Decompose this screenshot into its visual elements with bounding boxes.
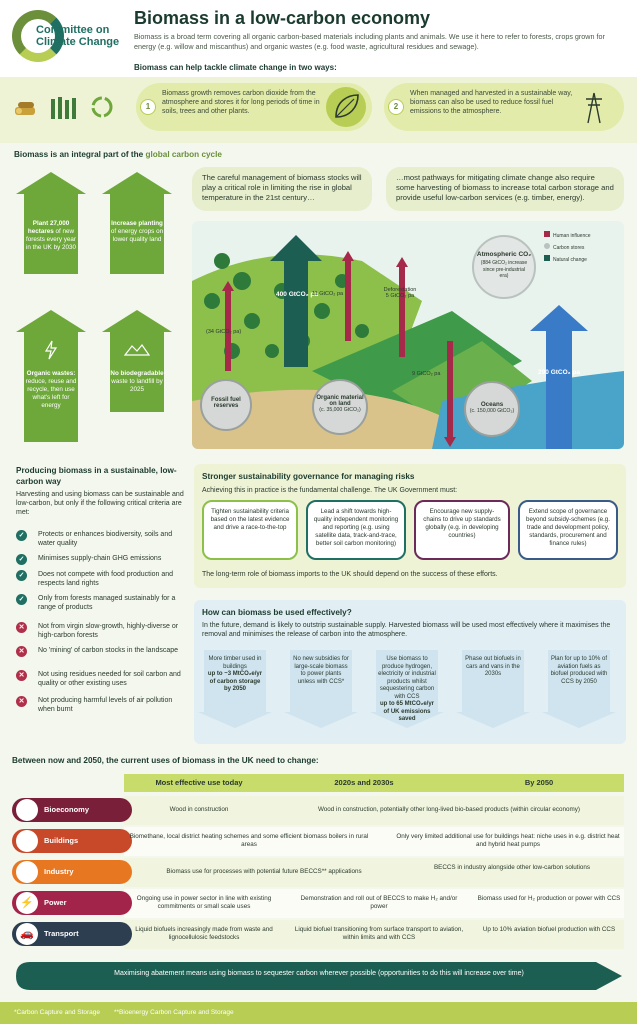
table-row: ⌂Buildings Biomethane, local district he… — [12, 827, 624, 858]
logo-text: Committee on Climate Change — [36, 24, 120, 48]
land-store: Organic material on land (c. 35,000 GtCO… — [312, 379, 368, 435]
way-1-text: Biomass growth removes carbon dioxide fr… — [162, 90, 320, 115]
flux-290-label: 290 GtCO₂ pa — [538, 369, 580, 376]
table-header: Most effective use today 2020s and 2030s… — [124, 774, 624, 792]
criterion-cross: ✕Not producing harmful levels of air pol… — [16, 696, 191, 720]
header-2020s: 2020s and 2030s — [334, 778, 394, 787]
table-row: 🚗Transport Liquid biofuels increasingly … — [12, 920, 624, 951]
sustain-intro: Harvesting and using biomass can be sust… — [16, 491, 184, 516]
quote-pathways: …most pathways for mitigating climate ch… — [386, 167, 624, 211]
row-label-bioeconomy: ♻Bioeconomy — [12, 798, 132, 822]
lightning-icon: ⚡ — [16, 892, 38, 914]
flux-9-label: 9 GtCO₂ pa — [412, 371, 441, 377]
governance-title: Stronger sustainability governance for m… — [202, 472, 415, 481]
use-arrow-biofuels: Phase out biofuels in cars and vans in t… — [456, 650, 530, 728]
abatement-banner-text: Maximising abatement means using biomass… — [114, 970, 524, 977]
factory-icon: ▥ — [16, 861, 38, 883]
way-2-text: When managed and harvested in a sustaina… — [410, 90, 573, 115]
fossil-fuel-store: Fossil fuel reserves — [200, 379, 252, 431]
power-pylon-icon — [584, 91, 604, 125]
header-today: Most effective use today — [155, 778, 243, 787]
flux-arrow-9 — [444, 341, 456, 447]
row-label-power: ⚡Power — [12, 891, 132, 915]
criterion-check: ✓Only from forests managed sustainably f… — [16, 594, 191, 622]
use-arrow-hydrogen: Use biomass to produce hydrogen, electri… — [370, 650, 444, 728]
two-ways-band: 1 Biomass growth removes carbon dioxide … — [0, 77, 637, 143]
governance-box-criteria: Tighten sustainability criteria based on… — [202, 500, 298, 560]
atmospheric-co2-store: Atmospheric CO₂ (884 GtCO₂ increase sinc… — [472, 235, 536, 299]
table-body: ♻Bioeconomy Wood in construction Wood in… — [12, 796, 624, 951]
criterion-check: ✓Does not compete with food production a… — [16, 570, 191, 594]
footer: *Carbon Capture and Storage **Bioenergy … — [0, 1002, 637, 1024]
flux-34-label: (34 GtCO₂ pa) — [206, 329, 242, 335]
criterion-check: ✓Protects or enhances biodiversity, soil… — [16, 530, 191, 554]
logs-icon — [14, 99, 36, 117]
way-2: 2 When managed and harvested in a sustai… — [384, 83, 624, 131]
criteria-list: ✓Protects or enhances biodiversity, soil… — [16, 530, 191, 720]
row-label-industry: ▥Industry — [12, 860, 132, 884]
lightning-icon — [43, 340, 59, 365]
row-label-transport: 🚗Transport — [12, 922, 132, 946]
table-row: ⚡Power Ongoing use in power sector in li… — [12, 889, 624, 920]
page-title: Biomass in a low-carbon economy — [134, 8, 431, 28]
use-arrow-no-subsidies: No new subsidies for large-scale biomass… — [284, 650, 358, 728]
landfill-icon — [123, 342, 151, 361]
table-row: ♻Bioeconomy Wood in construction Wood in… — [12, 796, 624, 827]
leaf-icon — [326, 87, 366, 127]
abatement-banner: Maximising abatement means using biomass… — [14, 960, 624, 992]
table-row: ▥Industry Biomass use for processes with… — [12, 858, 624, 889]
flux-arrow-290 — [530, 305, 588, 449]
way-1-number: 1 — [140, 99, 156, 115]
ccc-logo-icon — [12, 10, 64, 62]
ocean-store: Oceans (c. 150,000 GtCO₂) — [464, 381, 520, 437]
effective-use-panel: How can biomass be used effectively? In … — [194, 600, 626, 744]
criterion-cross: ✕No 'mining' of carbon stocks in the lan… — [16, 646, 191, 670]
crops-icon — [48, 95, 78, 119]
row-label-buildings: ⌂Buildings — [12, 829, 132, 853]
table-title: Between now and 2050, the current uses o… — [12, 756, 319, 765]
car-icon: 🚗 — [16, 923, 38, 945]
action-arrow-forests: Plant 27,000 hectares of new forests eve… — [16, 172, 86, 274]
criterion-check: ✓Minimises supply-chain GHG emissions — [16, 554, 191, 570]
cycle-legend: Human influence Carbon stores Natural ch… — [544, 231, 620, 263]
way-1: 1 Biomass growth removes carbon dioxide … — [136, 83, 372, 131]
flux-arrow-deforestation — [396, 257, 408, 357]
flux-arrow-34 — [222, 281, 234, 371]
footnote-ccs: *Carbon Capture and Storage — [14, 1009, 101, 1016]
house-icon: ⌂ — [16, 830, 38, 852]
governance-box-supply-chains: Encourage new supply-chains to drive up … — [414, 500, 510, 560]
recycle-icon — [90, 95, 114, 119]
criterion-cross: ✕Not using residues needed for soil carb… — [16, 670, 191, 696]
governance-intro: Achieving this in practice is the fundam… — [202, 487, 458, 494]
use-arrow-aviation: Plan for up to 10% of aviation fuels as … — [542, 650, 616, 728]
criterion-cross: ✕Not from virgin slow-growth, highly-div… — [16, 622, 191, 646]
intro-text: Biomass is a broad term covering all org… — [134, 32, 605, 51]
carbon-cycle-illustration: 400 GtCO₂ pa (34 GtCO₂ pa) 11 GtCO₂ pa D… — [192, 221, 624, 449]
governance-box-scope: Extend scope of governance beyond subsid… — [518, 500, 618, 560]
governance-note: The long-term role of biomass imports to… — [202, 571, 498, 578]
sustain-title: Producing biomass in a sustainable, low-… — [16, 466, 177, 486]
flux-arrow-400 — [270, 235, 322, 367]
action-arrow-organic-wastes: Organic wastes: reduce, reuse and recycl… — [16, 310, 86, 442]
footnote-beccs: **Bioenergy Carbon Capture and Storage — [114, 1009, 234, 1016]
action-arrow-energy-crops: Increase planting of energy crops on low… — [102, 172, 172, 274]
flux-400-label: 400 GtCO₂ pa — [276, 291, 318, 298]
recycle-icon: ♻ — [16, 799, 38, 821]
flux-arrow-11 — [342, 251, 354, 341]
effective-use-title: How can biomass be used effectively? — [202, 608, 352, 617]
quote-careful-management: The careful management of biomass stocks… — [192, 167, 372, 211]
cycle-title: Biomass is an integral part of the globa… — [14, 150, 222, 159]
effective-use-intro: In the future, demand is likely to outst… — [202, 622, 611, 638]
intro-subtitle: Biomass can help tackle climate change i… — [134, 63, 337, 72]
flux-11-label: 11 GtCO₂ pa — [312, 291, 344, 297]
header-2050: By 2050 — [524, 778, 554, 787]
governance-panel: Stronger sustainability governance for m… — [194, 464, 626, 588]
governance-box-monitoring: Lead a shift towards high-quality indepe… — [306, 500, 406, 560]
action-arrow-landfill: No biodegradable waste to landfill by 20… — [102, 310, 172, 412]
way-2-number: 2 — [388, 99, 404, 115]
